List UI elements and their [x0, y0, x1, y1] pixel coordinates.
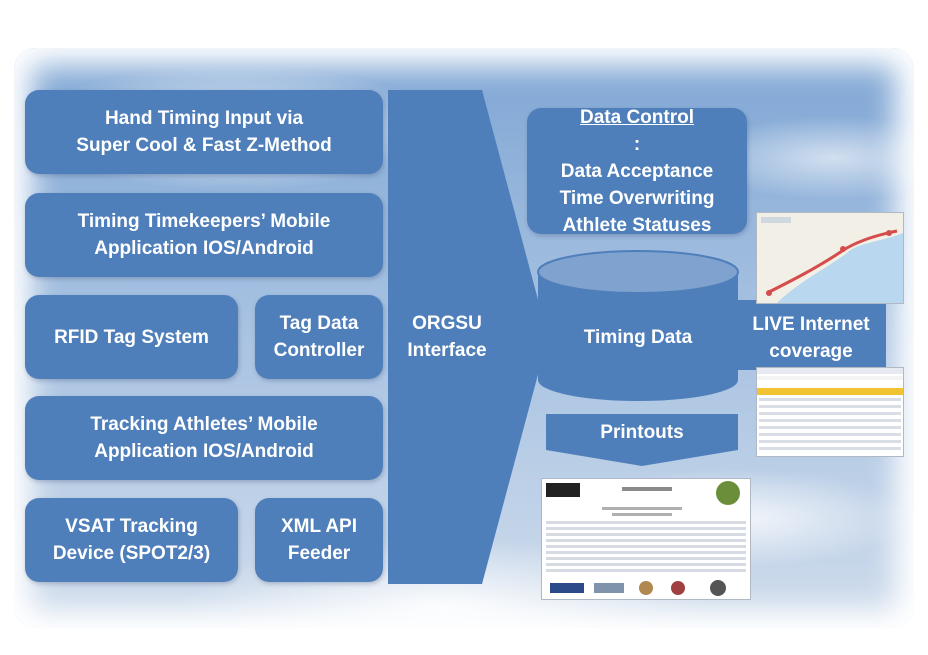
printout-screenshot: [541, 478, 751, 600]
xml-api-box: XML API Feeder: [255, 498, 383, 582]
printouts-label: Printouts: [600, 422, 684, 443]
tag-controller-box: Tag Data Controller: [255, 295, 383, 379]
timing-data-label: Timing Data: [583, 327, 693, 348]
results-screenshot: [756, 367, 904, 457]
tracking-app-box: Tracking Athletes’ Mobile Application IO…: [25, 396, 383, 480]
timekeepers-app-box: Timing Timekeepers’ Mobile Application I…: [25, 193, 383, 277]
rfid-box: RFID Tag System: [25, 295, 238, 379]
data-control-box: Data Control: Data Acceptance Time Overw…: [527, 107, 747, 236]
map-screenshot: [756, 212, 904, 304]
timing-data-cylinder: [537, 250, 739, 401]
live-coverage-label: LIVE Internet coverage: [752, 314, 870, 362]
live-coverage-panel: [736, 300, 886, 370]
hand-timing-box: Hand Timing Input via Super Cool & Fast …: [25, 90, 383, 174]
printouts-arrow: [546, 414, 738, 466]
vsat-box: VSAT Tracking Device (SPOT2/3): [25, 498, 238, 582]
orgsu-interface-arrow: [388, 90, 548, 584]
data-control-heading: Data Control: [580, 106, 694, 128]
orgsu-interface-label: ORGSU Interface: [407, 313, 487, 361]
